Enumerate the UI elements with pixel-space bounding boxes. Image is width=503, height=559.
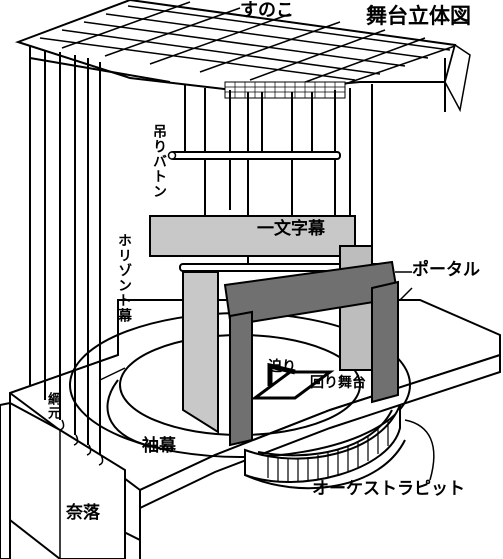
grid-side bbox=[444, 43, 471, 113]
diagram-title: 舞台立体図 bbox=[366, 3, 471, 28]
label-horizont-maku: ホリゾント幕 bbox=[116, 233, 132, 323]
label-orchestra-pit: オーケストラピット bbox=[312, 479, 465, 499]
label-naraku: 奈落 bbox=[66, 503, 100, 523]
border-curtain bbox=[149, 215, 356, 257]
label-tsuna-moto: 綱元 bbox=[45, 392, 60, 420]
orchestra-pit-shape bbox=[244, 404, 406, 490]
seri-elevator bbox=[250, 362, 335, 400]
wing-curtain bbox=[182, 271, 219, 434]
label-mawari-butai: 回り舞台 bbox=[310, 375, 366, 391]
fly-batten bbox=[167, 151, 341, 160]
label-sunoko: すのこ bbox=[240, 0, 294, 21]
label-seri: 迫り bbox=[268, 359, 296, 375]
label-portal: ポータル bbox=[412, 260, 480, 280]
pointer-lines bbox=[395, 271, 435, 481]
label-tsuri-baton: 吊りバトン bbox=[151, 124, 167, 199]
label-sode-maku: 袖幕 bbox=[142, 436, 176, 456]
portal-frame bbox=[223, 260, 400, 447]
sunoko-grid bbox=[14, 0, 457, 112]
label-ichimonji-maku: 一文字幕 bbox=[257, 219, 325, 239]
